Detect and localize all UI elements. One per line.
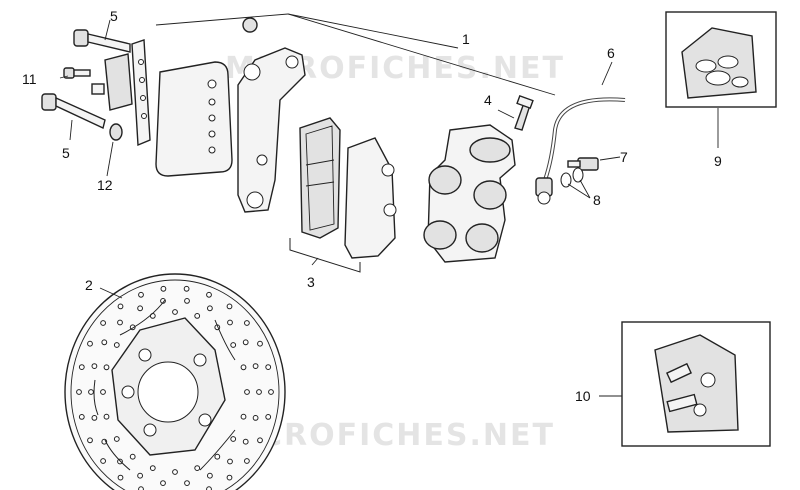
disc-hole <box>242 339 249 346</box>
disc-hole <box>78 364 85 371</box>
mounting-bolt <box>73 29 131 53</box>
sealing-washer <box>560 172 572 188</box>
callout-5-bottom: 5 <box>62 145 70 161</box>
disc-hole <box>184 298 190 304</box>
disc-hole <box>265 364 272 371</box>
disc-hole <box>172 469 178 475</box>
banjo-bolt <box>567 157 599 171</box>
disc-hole <box>87 437 93 444</box>
disc-hole <box>138 486 144 490</box>
mounting-bolt <box>41 93 106 129</box>
disc-hole <box>87 340 93 347</box>
caliper-mounting-plate <box>155 61 233 177</box>
disc-hole <box>240 364 247 371</box>
disc-hole <box>113 342 120 348</box>
brake-hose <box>535 97 626 205</box>
disc-hole <box>113 436 120 442</box>
disc-hole <box>100 389 106 395</box>
disc-hole <box>214 453 221 460</box>
disc-hole <box>160 480 166 487</box>
callout-11: 11 <box>22 71 37 87</box>
disc-hole <box>194 465 201 472</box>
disc-hole <box>244 389 250 395</box>
callout-8: 8 <box>593 192 601 208</box>
caliper-support-bracket <box>237 17 306 213</box>
sealing-washer <box>572 167 584 183</box>
disc-hole <box>206 291 212 298</box>
seal-kit-box <box>665 11 777 108</box>
disc-hole <box>137 305 144 312</box>
disc-hole <box>240 413 247 420</box>
disc-hole <box>117 303 124 310</box>
disc-hole <box>184 480 190 487</box>
brake-disc <box>64 273 286 490</box>
callout-4: 4 <box>484 92 492 108</box>
disc-hole <box>226 303 233 310</box>
fixing-screw <box>63 67 91 79</box>
disc-hole <box>252 363 259 370</box>
disc-hole <box>78 414 85 420</box>
disc-hole <box>257 437 263 444</box>
callout-5-top: 5 <box>110 8 118 24</box>
disc-hole <box>230 342 237 348</box>
brake-caliper <box>423 124 516 263</box>
disc-hole <box>160 285 167 292</box>
pads-bracket-line <box>289 238 361 273</box>
disc-hole <box>117 319 123 326</box>
disc-hole <box>252 415 259 421</box>
disc-hole <box>138 291 144 298</box>
disc-hole <box>100 458 106 464</box>
disc-hole <box>101 339 108 346</box>
disc-hole <box>242 438 249 445</box>
bleed-valve-kit-box <box>621 321 771 447</box>
callout-7: 7 <box>620 149 628 165</box>
disc-hole <box>244 458 250 464</box>
disc-hole <box>226 474 233 481</box>
callout-9: 9 <box>714 153 722 169</box>
leader-lines <box>59 13 719 397</box>
disc-hole <box>103 413 110 420</box>
callout-6: 6 <box>607 45 615 61</box>
disc-hole <box>183 285 190 292</box>
disc-hole <box>227 319 233 326</box>
disc-hole <box>88 389 94 395</box>
callout-1: 1 <box>462 31 470 47</box>
washer <box>109 123 123 141</box>
disc-hole <box>149 465 156 472</box>
disc-hole <box>91 363 98 370</box>
pad-pin-clip <box>131 39 151 147</box>
callout-3: 3 <box>307 274 315 290</box>
callout-10: 10 <box>575 388 591 404</box>
disc-hole <box>103 364 110 371</box>
disc-hole <box>76 389 82 395</box>
brake-pads <box>299 117 397 259</box>
callout-2: 2 <box>85 277 93 293</box>
disc-hole <box>137 472 144 479</box>
disc-hole <box>129 453 136 460</box>
disc-drill-holes <box>76 285 274 490</box>
disc-hole <box>207 472 213 479</box>
disc-hole <box>91 415 98 421</box>
disc-hole <box>172 309 178 315</box>
disc-hole <box>194 313 201 319</box>
disc-hole <box>206 486 212 490</box>
callout-12: 12 <box>97 177 113 193</box>
disc-hole <box>244 320 250 326</box>
disc-hole <box>227 458 233 465</box>
disc-hole <box>256 389 262 395</box>
disc-hole <box>257 340 263 347</box>
anti-rattle-plate <box>91 53 133 111</box>
disc-hole <box>207 305 213 312</box>
disc-hole <box>230 436 237 442</box>
disc-hole <box>100 320 106 326</box>
disc-hole <box>265 414 272 420</box>
disc-hole <box>268 389 274 395</box>
disc-hole <box>117 474 124 481</box>
bleed-screw <box>514 94 534 131</box>
